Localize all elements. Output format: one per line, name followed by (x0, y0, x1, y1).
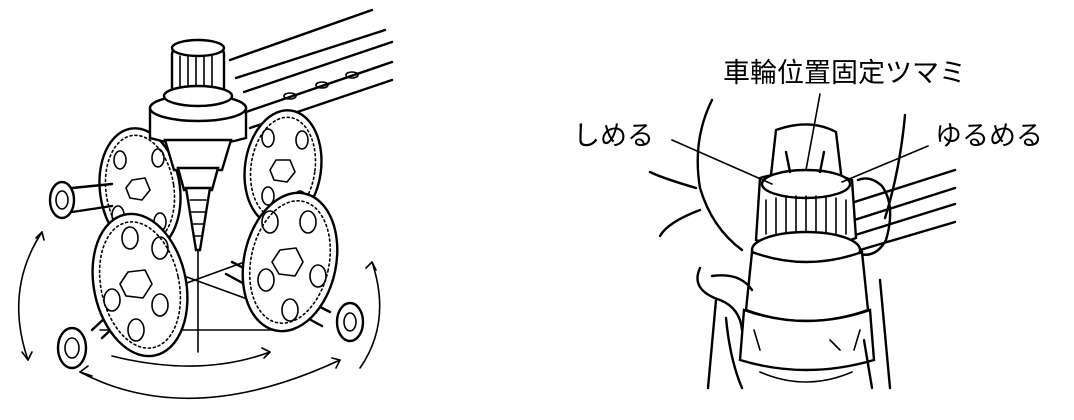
knob-label: 車輪位置固定ツマミ (723, 58, 966, 89)
hand-fingers (648, 98, 907, 256)
end-cap-left (48, 180, 114, 220)
lower-mount (696, 266, 892, 390)
end-cap-bottom-right (335, 301, 365, 343)
gear-wheel-front-left (91, 212, 189, 358)
right-handle-bars (843, 168, 957, 252)
leader-lines (671, 93, 929, 185)
top-knob (162, 38, 234, 108)
tripod-wheel-illustration (17, 8, 394, 400)
fixing-knob (738, 123, 876, 372)
rotation-arrows (17, 231, 381, 400)
loosen-label: ゆるめる (935, 121, 1043, 152)
end-cap-bottom-left (56, 326, 88, 370)
gear-wheel-front-right (241, 191, 339, 333)
handle-bars (228, 8, 394, 130)
knob-hand-illustration: 車輪位置固定ツマミ しめる ゆるめる (573, 58, 1043, 390)
tighten-label: しめる (573, 121, 654, 152)
